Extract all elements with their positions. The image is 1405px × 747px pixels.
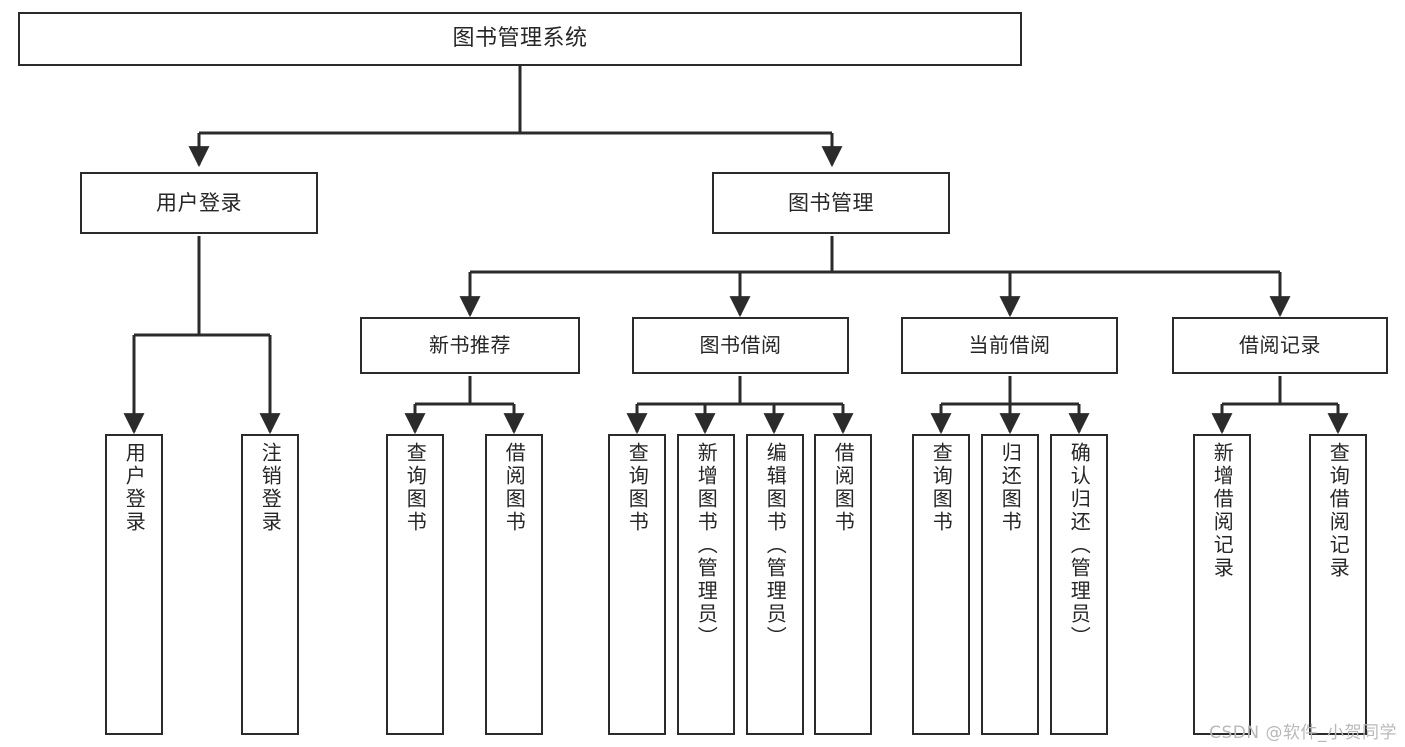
- node-user-login-label: 用户登录: [156, 190, 242, 215]
- node-leaf-query-book-2-label: 查询图书: [625, 442, 650, 534]
- node-leaf-query-book-2[interactable]: 查询图书: [608, 434, 666, 735]
- node-leaf-query-record[interactable]: 查询借阅记录: [1309, 434, 1367, 735]
- node-leaf-query-book-3-label: 查询图书: [929, 442, 954, 534]
- node-leaf-logout-label: 注销登录: [258, 442, 283, 534]
- node-leaf-query-book-1[interactable]: 查询图书: [386, 434, 444, 735]
- node-leaf-borrow-book-1-label: 借阅图书: [502, 442, 527, 534]
- node-root-label: 图书管理系统: [452, 26, 588, 52]
- node-leaf-logout[interactable]: 注销登录: [241, 434, 299, 735]
- node-leaf-add-record[interactable]: 新增借阅记录: [1193, 434, 1251, 735]
- node-leaf-borrow-book-1[interactable]: 借阅图书: [485, 434, 543, 735]
- node-new-book-rec[interactable]: 新书推荐: [360, 317, 580, 374]
- node-leaf-add-book-label: 新增图书（管理员）: [694, 442, 719, 649]
- node-leaf-user-login[interactable]: 用户登录: [105, 434, 163, 735]
- node-leaf-confirm-return[interactable]: 确认归还（管理员）: [1050, 434, 1108, 735]
- node-leaf-edit-book-label: 编辑图书（管理员）: [763, 442, 788, 649]
- node-leaf-borrow-book-2-label: 借阅图书: [831, 442, 856, 534]
- node-borrow-record-label: 借阅记录: [1239, 332, 1321, 357]
- node-leaf-edit-book[interactable]: 编辑图书（管理员）: [746, 434, 804, 735]
- node-leaf-query-record-label: 查询借阅记录: [1326, 442, 1351, 580]
- node-borrow-record[interactable]: 借阅记录: [1172, 317, 1388, 374]
- node-book-borrow[interactable]: 图书借阅: [632, 317, 849, 374]
- node-leaf-add-book[interactable]: 新增图书（管理员）: [677, 434, 735, 735]
- node-leaf-add-record-label: 新增借阅记录: [1210, 442, 1235, 580]
- node-leaf-return-book[interactable]: 归还图书: [981, 434, 1039, 735]
- node-current-borrow-label: 当前借阅: [968, 332, 1051, 357]
- node-leaf-query-book-3[interactable]: 查询图书: [912, 434, 970, 735]
- node-root[interactable]: 图书管理系统: [18, 12, 1022, 66]
- node-book-borrow-label: 图书借阅: [699, 332, 782, 357]
- node-leaf-query-book-1-label: 查询图书: [403, 442, 428, 534]
- node-leaf-return-book-label: 归还图书: [998, 442, 1023, 534]
- node-leaf-confirm-return-label: 确认归还（管理员）: [1067, 442, 1092, 649]
- node-leaf-user-login-label: 用户登录: [122, 442, 147, 534]
- node-new-book-rec-label: 新书推荐: [429, 332, 511, 357]
- node-book-manage[interactable]: 图书管理: [712, 172, 950, 234]
- node-leaf-borrow-book-2[interactable]: 借阅图书: [814, 434, 872, 735]
- node-user-login[interactable]: 用户登录: [80, 172, 318, 234]
- node-current-borrow[interactable]: 当前借阅: [901, 317, 1118, 374]
- node-book-manage-label: 图书管理: [788, 190, 874, 215]
- watermark-text: CSDN @软件_小贺同学: [1209, 723, 1397, 743]
